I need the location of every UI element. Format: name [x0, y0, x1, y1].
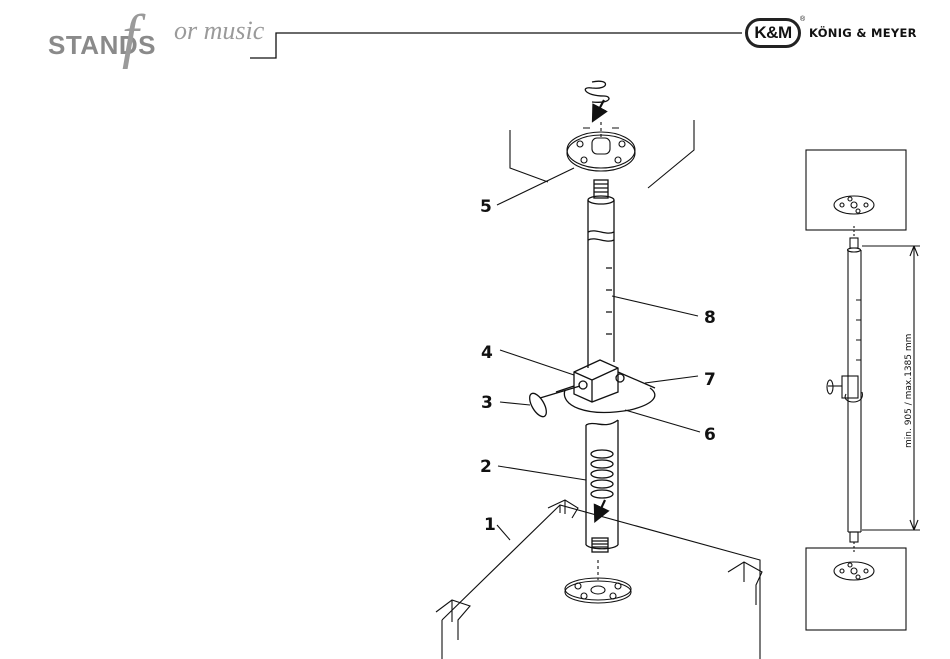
spring-lower: [591, 450, 613, 515]
callout-4: 4: [481, 343, 493, 363]
lower-tube: [586, 420, 618, 552]
callout-1: 1: [484, 515, 496, 535]
clamp-unit: [526, 360, 655, 419]
top-flange: [510, 120, 694, 188]
upper-tube: [588, 180, 614, 368]
callout-7: 7: [704, 370, 716, 390]
header-rule: [250, 33, 742, 58]
callout-2: 2: [480, 457, 492, 477]
callout-8: 8: [704, 308, 716, 328]
callout-3: 3: [481, 393, 493, 413]
callout-5: 5: [480, 197, 492, 217]
spring-upper: [585, 81, 609, 115]
dimension-view: [806, 150, 920, 630]
leader-lines: [497, 168, 700, 540]
dimension-label: min. 905 / max.1385 mm: [904, 334, 914, 448]
callout-6: 6: [704, 425, 716, 445]
